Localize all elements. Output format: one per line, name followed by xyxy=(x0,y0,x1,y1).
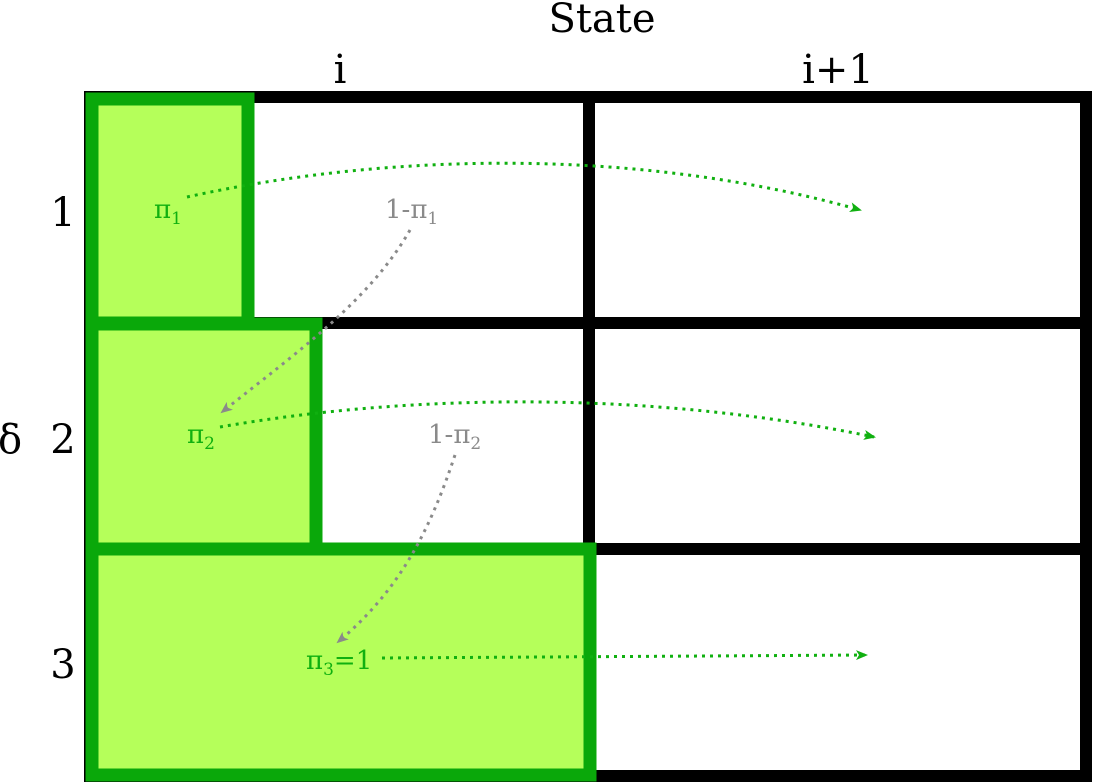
label-pi2: π2 xyxy=(187,420,215,454)
row-axis-label: δ xyxy=(0,417,22,463)
arrow-pi1-to-next-state xyxy=(186,161,862,213)
arrow-pi3-to-next-state xyxy=(381,650,868,661)
probability-regions xyxy=(85,92,597,782)
column-header-i-plus-1: i+1 xyxy=(802,47,874,93)
label-one-minus-pi2: 1-π2 xyxy=(428,420,481,454)
arrow-not-pi1-down xyxy=(220,229,412,414)
row-label-1: 1 xyxy=(50,190,75,236)
arrow-not-pi2-down xyxy=(336,454,457,644)
state-title: State xyxy=(548,0,655,42)
row-label-3: 3 xyxy=(50,642,75,688)
row-label-2: 2 xyxy=(50,417,75,463)
label-pi3: π3=1 xyxy=(306,646,372,680)
region-row-3 xyxy=(85,542,597,782)
label-one-minus-pi1: 1-π1 xyxy=(385,195,438,229)
label-pi1: π1 xyxy=(154,195,182,229)
column-header-i: i xyxy=(334,47,347,93)
